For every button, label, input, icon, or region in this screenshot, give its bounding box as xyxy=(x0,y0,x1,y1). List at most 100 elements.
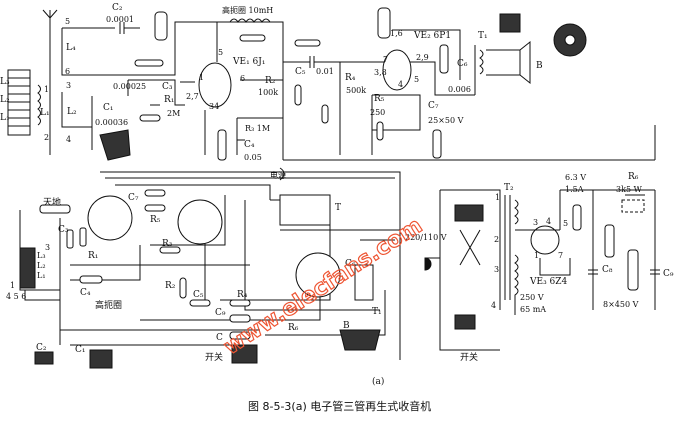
label: L₃ xyxy=(37,251,46,260)
power-transformer-icon xyxy=(454,204,484,222)
electrolytic-capacitor-icon xyxy=(627,249,639,291)
label: T xyxy=(335,203,341,213)
label: 2 xyxy=(44,133,49,142)
resistor-icon xyxy=(621,199,645,213)
label: C₆ xyxy=(345,259,356,269)
label: R₃ xyxy=(162,239,173,249)
label: C xyxy=(216,333,223,343)
capacitor-icon xyxy=(139,114,161,122)
antenna-ground-terminal-icon xyxy=(39,204,71,214)
label: R₂ xyxy=(265,76,276,86)
variable-capacitor-icon xyxy=(89,349,113,369)
label: C₃ xyxy=(58,225,69,235)
label: 0.00036 xyxy=(95,118,128,127)
label: R₁ xyxy=(88,251,98,261)
tube-icon xyxy=(377,7,391,39)
capacitor-icon xyxy=(217,129,227,161)
label: 0.00025 xyxy=(113,82,146,91)
label: B xyxy=(343,321,350,331)
label: 3 xyxy=(494,265,499,274)
label: 1 xyxy=(495,193,500,202)
label: 1.5A xyxy=(565,185,584,194)
label: C₇ xyxy=(428,101,439,111)
power-components xyxy=(454,199,645,330)
label: VE₂ 6P1 xyxy=(413,31,451,41)
label: 250 xyxy=(370,108,385,117)
label: C₄ xyxy=(80,288,91,298)
label: 2M xyxy=(167,109,180,118)
label: 开关 xyxy=(205,351,223,363)
resistor-icon xyxy=(179,277,187,299)
label: L₂ xyxy=(0,95,10,105)
label: T₁ xyxy=(478,31,488,41)
label: C₁ xyxy=(75,345,86,355)
capacitor-icon xyxy=(66,229,74,249)
power-labels: T₂ 1 2 3 4 3 4 5 1 7 VE₃ 6Z4 6.3 V 1.5A … xyxy=(405,172,674,363)
label: 250 V xyxy=(520,293,544,302)
power-switch-icon xyxy=(454,314,476,330)
label: C₁ xyxy=(103,103,114,113)
tube-icon xyxy=(154,11,168,41)
label: 2 xyxy=(494,235,499,244)
label: L₂ xyxy=(37,261,46,270)
label: 0.01 xyxy=(316,67,334,76)
label: 1 xyxy=(44,85,49,94)
coil-icon xyxy=(19,247,36,289)
capacitor-icon xyxy=(229,331,251,340)
resistor-icon xyxy=(229,299,251,307)
label: 4 xyxy=(491,301,496,310)
label: 1 xyxy=(199,73,204,82)
label: R₅ xyxy=(150,215,161,225)
reaction-capacitor-icon xyxy=(34,351,54,365)
label: 3k5 W xyxy=(616,185,643,194)
label: 65 mA xyxy=(520,305,546,314)
label: L₄ xyxy=(66,43,76,53)
rectifier-tube-icon xyxy=(572,204,582,231)
resistor-icon xyxy=(159,246,181,254)
label: C₅ xyxy=(193,290,204,300)
tube-socket-icon xyxy=(87,195,133,241)
label: 0.05 xyxy=(244,153,262,162)
capacitor-icon xyxy=(189,299,211,307)
label: L₁ xyxy=(0,113,10,123)
label: R₁ xyxy=(164,95,174,105)
capacitor-icon xyxy=(229,314,251,323)
capacitor-icon xyxy=(79,275,103,284)
label: 3 xyxy=(45,243,50,252)
tube-socket-icon xyxy=(295,252,341,298)
top-wires xyxy=(37,9,656,161)
label: VE₃ 6Z4 xyxy=(529,277,568,287)
label: 8×450 V xyxy=(603,300,639,309)
subfigure-label: (a) xyxy=(372,376,384,387)
resistor-icon xyxy=(376,121,384,141)
label: R₃ 1M xyxy=(245,124,270,133)
label: 100k xyxy=(258,88,278,97)
label: 34 xyxy=(209,102,219,111)
label: L₂ xyxy=(67,107,77,117)
label: C₈ xyxy=(602,265,613,275)
resistor-icon xyxy=(144,204,166,212)
label: B xyxy=(536,61,543,71)
label: 3 xyxy=(533,218,538,227)
label: C₉ xyxy=(663,269,674,279)
label: 7 xyxy=(558,251,563,260)
electrolytic-capacitor-icon xyxy=(432,129,442,159)
label: VE₁ 6J₁ xyxy=(232,57,265,67)
label: 3 xyxy=(66,81,71,90)
label: 5 xyxy=(563,219,568,228)
label: 25×50 V xyxy=(428,116,464,125)
label: 5 xyxy=(414,75,419,84)
label: 1,6 xyxy=(390,29,403,38)
label: L₁ xyxy=(40,108,50,118)
label: R₆ xyxy=(288,323,299,333)
power-wires xyxy=(424,189,660,351)
label: R₄ xyxy=(345,73,356,83)
label: 5 xyxy=(218,48,223,57)
variable-capacitor-icon xyxy=(99,129,131,161)
label: C₄ xyxy=(244,140,255,150)
wiring-lines xyxy=(19,171,401,360)
power-socket-terminal-icon xyxy=(279,194,331,226)
label: C₅ xyxy=(295,67,306,77)
wiring-labels: 天地 C₃ R₁ 3 L₃ L₂ L₁ 1 4 5 6 C₄ 高扼圈 R₃ R₅… xyxy=(6,170,382,363)
label: L₁ xyxy=(37,271,46,280)
